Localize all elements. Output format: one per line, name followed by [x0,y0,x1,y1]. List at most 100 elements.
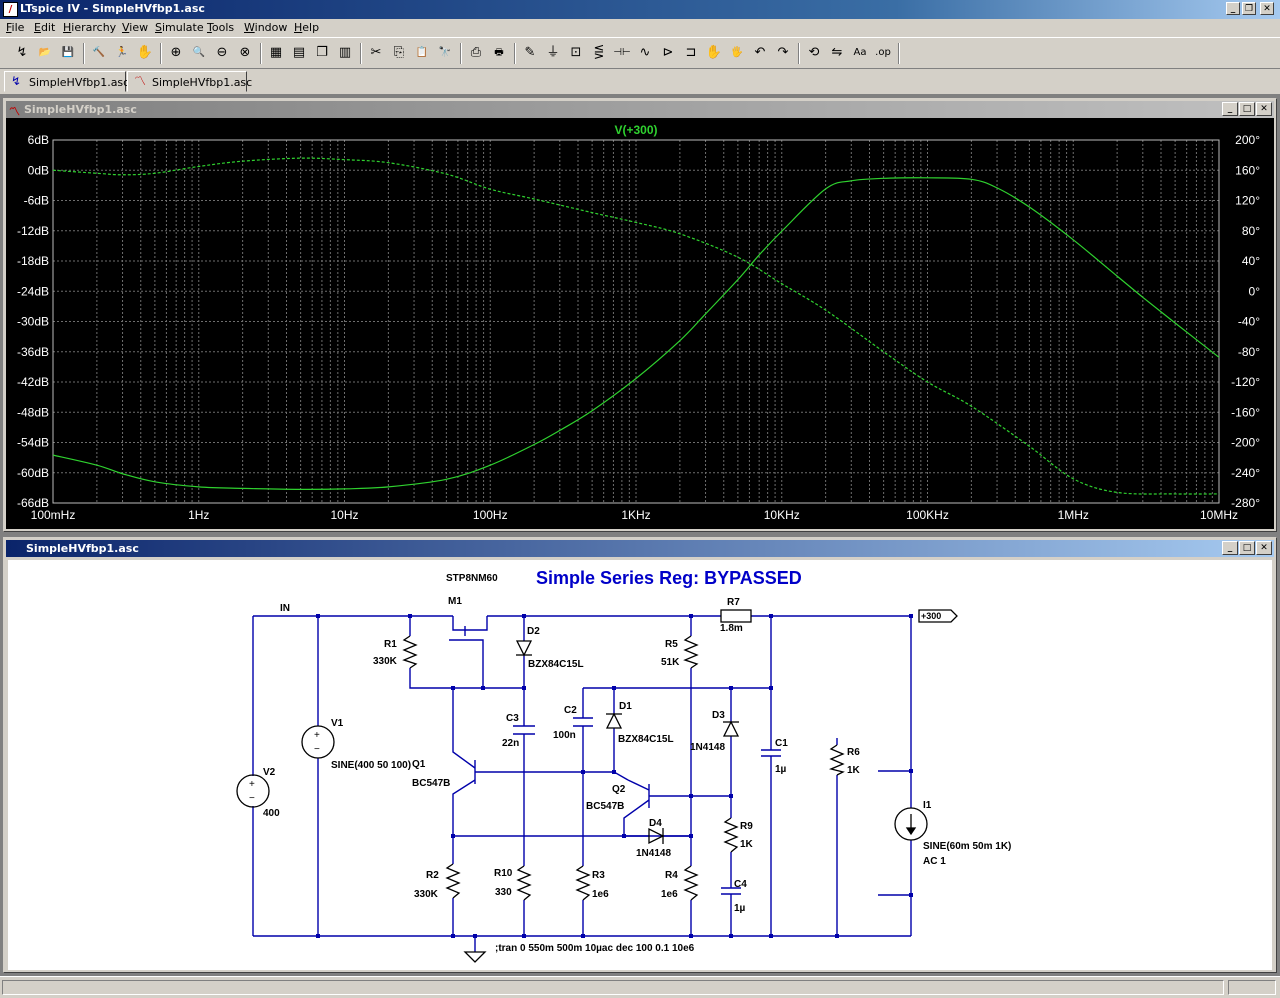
wire-icon[interactable]: ✎ [524,45,536,60]
halt-icon[interactable]: ✋ [136,45,154,60]
d2-value: BZX84C15L [528,659,584,670]
minimize-button[interactable]: _ [1226,2,1240,15]
v2-ref: V2 [263,767,276,778]
text-icon[interactable]: Aa [853,47,867,58]
autorange-icon[interactable]: ▦ [269,45,283,60]
pan-icon[interactable]: 🔍 [192,47,206,58]
schematic-window: SimpleHVfbp1.asc _ □ ✕ [3,537,1277,973]
tab-schematic[interactable]: ↯ SimpleHVfbp1.asc [4,71,129,92]
move-icon[interactable]: ✋ [705,45,723,60]
c2-value: 100n [553,730,576,741]
spice-directive-icon[interactable]: .op [875,47,891,58]
c3-ref: C3 [506,713,519,724]
document-tab-bar: ↯ SimpleHVfbp1.asc 〽 SimpleHVfbp1.asc [0,69,1280,94]
tile-horizontal-icon[interactable]: ▤ [292,45,306,60]
y-left-tick-label: 6dB [28,133,49,147]
q2-ref: Q2 [612,784,626,795]
new-schematic-icon[interactable]: ↯ [16,45,28,60]
x-tick-label: 1MHz [1058,508,1089,522]
schematic-icon: ↯ [11,74,22,88]
run-icon[interactable]: 🏃 [115,47,129,58]
plot-minimize-button[interactable]: _ [1222,102,1238,116]
menu-simulate[interactable]: Simulate [155,21,204,34]
app-title: LTspice IV - SimpleHVfbp1.asc [20,2,205,15]
i1-value: SINE(60m 50m 1K) [923,841,1011,852]
x-tick-label: 100mHz [31,508,76,522]
r1-ref: R1 [384,639,397,650]
plot-maximize-button[interactable]: □ [1239,102,1255,116]
control-panel-icon[interactable]: 🔨 [92,47,106,58]
open-icon[interactable]: 📂 [38,47,52,58]
find-icon[interactable]: 🔭 [438,47,452,58]
print-icon[interactable]: 🖶 [494,47,504,58]
paste-icon[interactable]: 📋 [415,47,429,58]
y-right-tick-label: -120° [1231,375,1260,389]
print-setup-icon[interactable]: ⎙ [470,45,482,60]
schematic-polarity-marks: +− +− [249,730,320,804]
net-label-in: IN [280,603,290,614]
toolbar-separator [798,43,800,64]
y-right-tick-label: -240° [1231,466,1260,480]
plot-close-button[interactable]: ✕ [1256,102,1272,116]
schematic-close-button[interactable]: ✕ [1256,541,1272,555]
r9-value: 1K [740,839,754,850]
menu-tools[interactable]: Tools [207,21,235,34]
menu-file[interactable]: File [6,21,25,34]
status-pane-aux [1228,980,1276,995]
net-label-out: +300 [921,611,941,621]
ltspice-logo-icon: / [3,2,18,17]
schematic-minimize-button[interactable]: _ [1222,541,1238,555]
spice-directive: ;tran 0 550m 500m 10µac dec 100 0.1 10e6 [495,943,695,954]
drag-icon[interactable]: 🖐 [730,47,744,58]
save-icon[interactable]: 💾 [61,47,75,58]
y-left-tick-label: 0dB [28,163,49,177]
close-button[interactable]: ✕ [1260,2,1274,15]
restore-button[interactable]: ❐ [1242,2,1256,15]
waveform-plot[interactable]: 6dB0dB-6dB-12dB-18dB-24dB-30dB-36dB-42dB… [6,118,1274,529]
cut-icon[interactable]: ✂ [370,45,382,60]
zoom-out-icon[interactable]: ⊖ [216,45,228,60]
capacitor-icon[interactable]: ⊣⊢ [613,47,631,58]
i1-ref: I1 [923,800,932,811]
resistor-icon[interactable]: ⋚ [593,45,605,60]
schematic-canvas[interactable]: +− +− Simple Series Reg: BYPASSED STP8NM [8,560,1272,970]
i1-ac-value: AC 1 [923,856,946,867]
y-right-tick-label: -200° [1231,436,1260,450]
c2-ref: C2 [564,705,577,716]
cascade-icon[interactable]: ❐ [316,45,328,60]
mosfet-model-label: STP8NM60 [446,573,498,584]
rotate-icon[interactable]: ⟲ [808,45,820,60]
x-tick-label: 10Hz [330,508,358,522]
d4-value: 1N4148 [636,848,671,859]
diode-icon[interactable]: ⊳ [662,45,674,60]
q1-ref: Q1 [412,759,426,770]
label-net-icon[interactable]: ⊡ [570,45,582,60]
waveform-icon: 〽 [9,105,20,118]
tile-vertical-icon[interactable]: ▥ [338,45,352,60]
schematic-maximize-button[interactable]: □ [1239,541,1255,555]
x-tick-label: 10KHz [764,508,800,522]
inductor-icon[interactable]: ∿ [639,45,651,60]
menu-view[interactable]: View [122,21,149,34]
redo-icon[interactable]: ↷ [777,45,789,60]
menu-hierarchy[interactable]: Hierarchy [63,21,117,34]
mirror-icon[interactable]: ⇋ [831,45,843,60]
svg-text:−: − [314,744,320,755]
menu-window[interactable]: Window [244,21,288,34]
zoom-in-icon[interactable]: ⊕ [170,45,182,60]
x-tick-label: 1Hz [188,508,209,522]
r7-ref: R7 [727,597,740,608]
zoom-fit-icon[interactable]: ⊗ [239,45,251,60]
r5-value: 51K [661,657,680,668]
undo-icon[interactable]: ↶ [754,45,766,60]
menu-edit[interactable]: Edit [34,21,56,34]
waveform-icon: 〽 [134,74,147,88]
schematic-window-title-bar: SimpleHVfbp1.asc _ □ ✕ [6,540,1274,557]
copy-icon[interactable]: ⎘ [393,45,405,60]
ground-icon[interactable]: ⏚ [546,45,560,60]
magnitude-trace [52,177,1220,491]
component-icon[interactable]: ⊐ [685,45,697,60]
menu-help[interactable]: Help [294,21,320,34]
tab-waveform[interactable]: 〽 SimpleHVfbp1.asc [127,71,252,92]
toolbar-separator [360,43,362,64]
